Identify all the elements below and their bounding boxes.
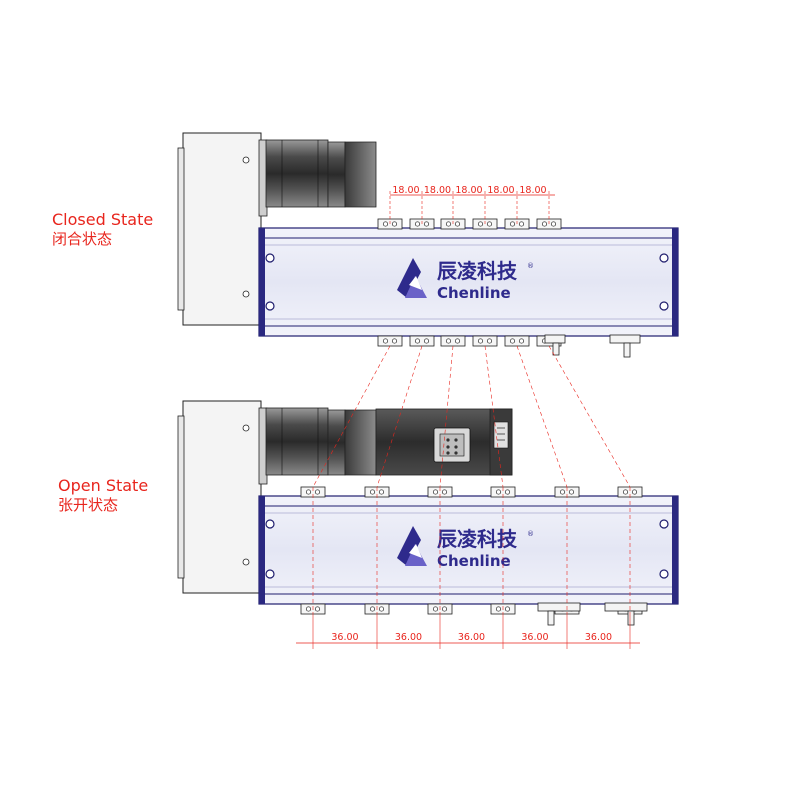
connector-icon	[433, 427, 471, 463]
dimension-label: 36.00	[331, 632, 358, 643]
closed-state-title-en: Closed State	[52, 210, 154, 229]
gripper-jaw	[377, 335, 403, 347]
brand-mark-icon	[397, 526, 427, 566]
projection-line	[516, 345, 568, 488]
closed-gearbox-housing	[177, 132, 268, 326]
projection-lines	[312, 345, 631, 612]
closed-state-label: Closed State 闭合状态	[52, 210, 153, 249]
projection-line	[548, 345, 631, 488]
port-icon	[493, 421, 509, 449]
dimension-label: 18.00	[424, 185, 451, 196]
gripper-jaw	[409, 335, 435, 347]
dimension-label: 36.00	[395, 632, 422, 643]
gripper-jaw	[364, 486, 390, 498]
closed-brand-logo: 辰凌科技 ® Chenline	[397, 258, 534, 302]
closed-motor	[265, 139, 377, 208]
projection-line	[312, 345, 391, 488]
open-motor	[265, 407, 377, 476]
projection-line	[484, 345, 504, 488]
gripper-jaw	[440, 335, 466, 347]
closed-sensor-brackets	[544, 334, 641, 358]
brand-name-zh: 辰凌科技	[437, 259, 518, 283]
gripper-jaw	[472, 335, 498, 347]
gripper-jaw	[504, 335, 530, 347]
open-jaws-bottom	[300, 603, 643, 615]
dimension-label: 36.00	[521, 632, 548, 643]
dimension-label: 18.00	[455, 185, 482, 196]
registered-mark: ®	[527, 530, 534, 538]
brand-name-zh: 辰凌科技	[437, 527, 518, 551]
registered-mark: ®	[527, 262, 534, 270]
brand-name-en: Chenline	[437, 552, 511, 570]
open-sensor-brackets	[537, 602, 648, 626]
dimension-label: 36.00	[585, 632, 612, 643]
projection-line	[439, 345, 454, 488]
open-state-title-zh: 张开状态	[58, 496, 119, 514]
dimension-label: 18.00	[392, 185, 419, 196]
open-state-title-en: Open State	[58, 476, 149, 495]
brand-name-en: Chenline	[437, 284, 511, 302]
closed-jaws-bottom	[377, 335, 562, 347]
open-driver-module	[375, 408, 513, 476]
dimension-label: 18.00	[487, 185, 514, 196]
open-gearbox-housing	[177, 400, 268, 594]
dimension-label: 18.00	[519, 185, 546, 196]
open-state-label: Open State 张开状态	[58, 476, 148, 515]
open-brand-logo: 辰凌科技 ® Chenline	[397, 526, 534, 570]
open-actuator-body	[258, 495, 679, 605]
open-dimension-chain: 36.00 36.00 36.00 36.00 36.00	[296, 612, 640, 649]
closed-dimension-chain: 18.00 18.00 18.00 18.00 18.00	[389, 185, 555, 225]
brand-mark-icon	[397, 258, 427, 298]
projection-line	[376, 345, 423, 488]
closed-state-title-zh: 闭合状态	[52, 230, 113, 248]
closed-actuator-body	[258, 227, 679, 337]
dimension-label: 36.00	[458, 632, 485, 643]
